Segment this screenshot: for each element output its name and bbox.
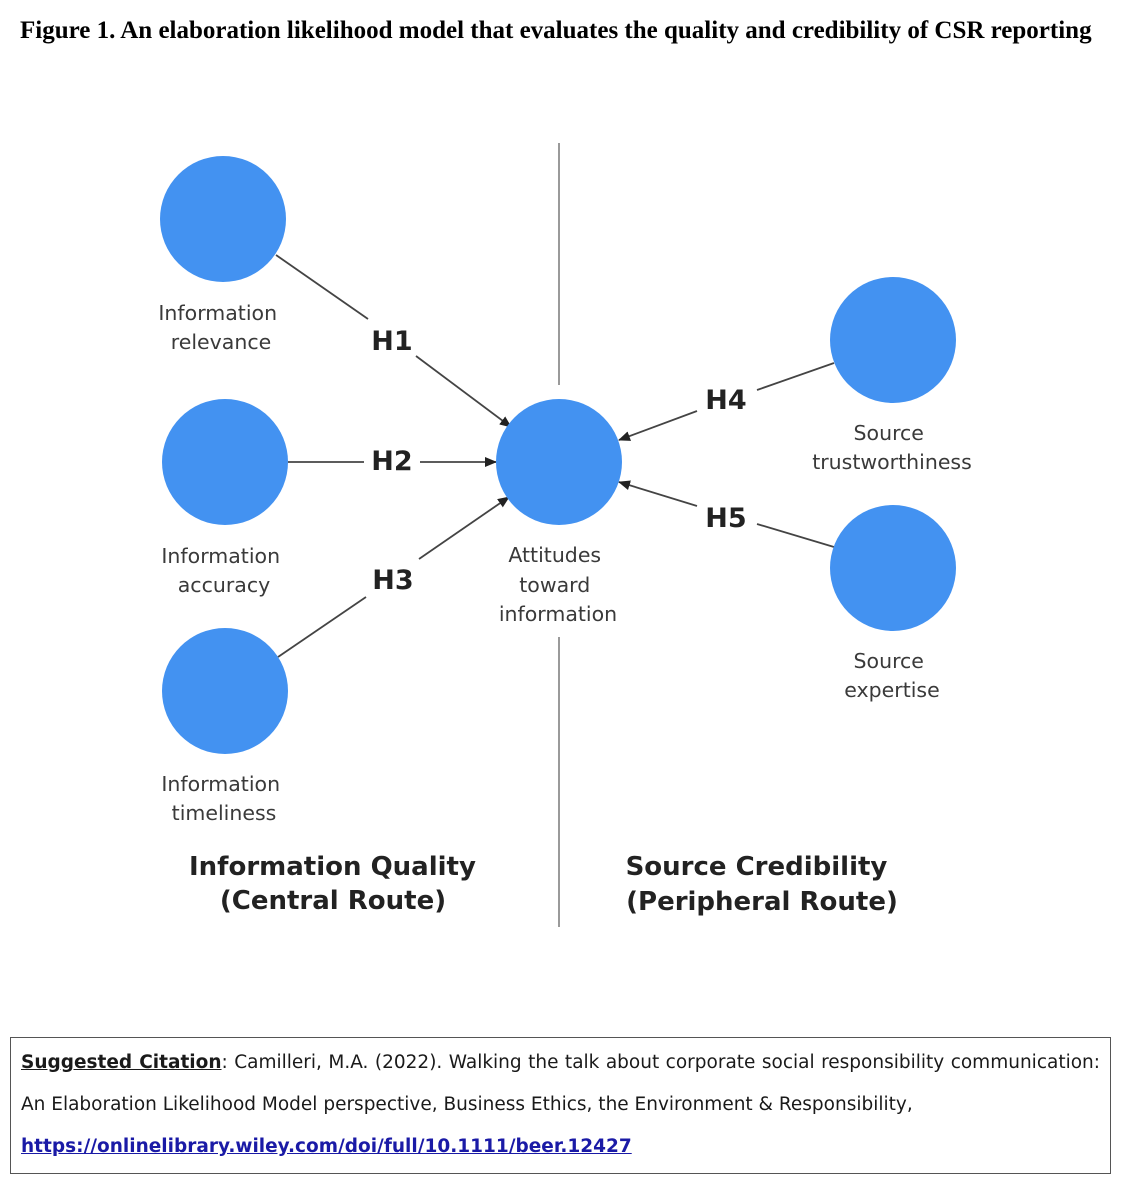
h3-label: H3 <box>372 565 413 596</box>
h5-connection <box>618 480 835 548</box>
h4-label: H4 <box>705 385 746 416</box>
node-information-accuracy <box>162 399 288 525</box>
central-route-label: Information Quality (Central Route) <box>189 852 485 916</box>
peripheral-route-label: Source Credibility (Peripheral Route) <box>626 852 898 917</box>
label-information-accuracy: Information accuracy <box>161 544 286 597</box>
h1-connection <box>275 254 512 428</box>
node-source-expertise <box>830 505 956 631</box>
node-attitudes-toward-information <box>496 399 622 525</box>
label-attitudes-toward-information: Attitudes toward information <box>499 543 617 626</box>
node-source-trustworthiness <box>830 277 956 403</box>
citation-box: Suggested Citation: Camilleri, M.A. (202… <box>10 1037 1111 1174</box>
citation-link[interactable]: https://onlinelibrary.wiley.com/doi/full… <box>21 1136 632 1157</box>
node-information-timeliness <box>162 628 288 754</box>
citation-text: : Camilleri, M.A. (2022). Walking the ta… <box>21 1052 1100 1115</box>
h2-label: H2 <box>371 446 412 477</box>
h4-connection <box>618 362 835 441</box>
elm-diagram: H1 H2 H3 H4 H5 Information relevance Inf… <box>158 143 972 927</box>
figure-title: Figure 1. An elaboration likelihood mode… <box>20 17 1092 44</box>
h5-label: H5 <box>705 503 746 534</box>
node-information-relevance <box>160 156 286 282</box>
citation-label: Suggested Citation <box>21 1052 222 1073</box>
label-source-expertise: Source expertise <box>844 649 939 702</box>
label-source-trustworthiness: Source trustworthiness <box>812 421 972 474</box>
h1-label: H1 <box>371 326 412 357</box>
h3-connection <box>277 496 510 658</box>
label-information-timeliness: Information timeliness <box>161 772 286 825</box>
label-information-relevance: Information relevance <box>158 301 283 354</box>
